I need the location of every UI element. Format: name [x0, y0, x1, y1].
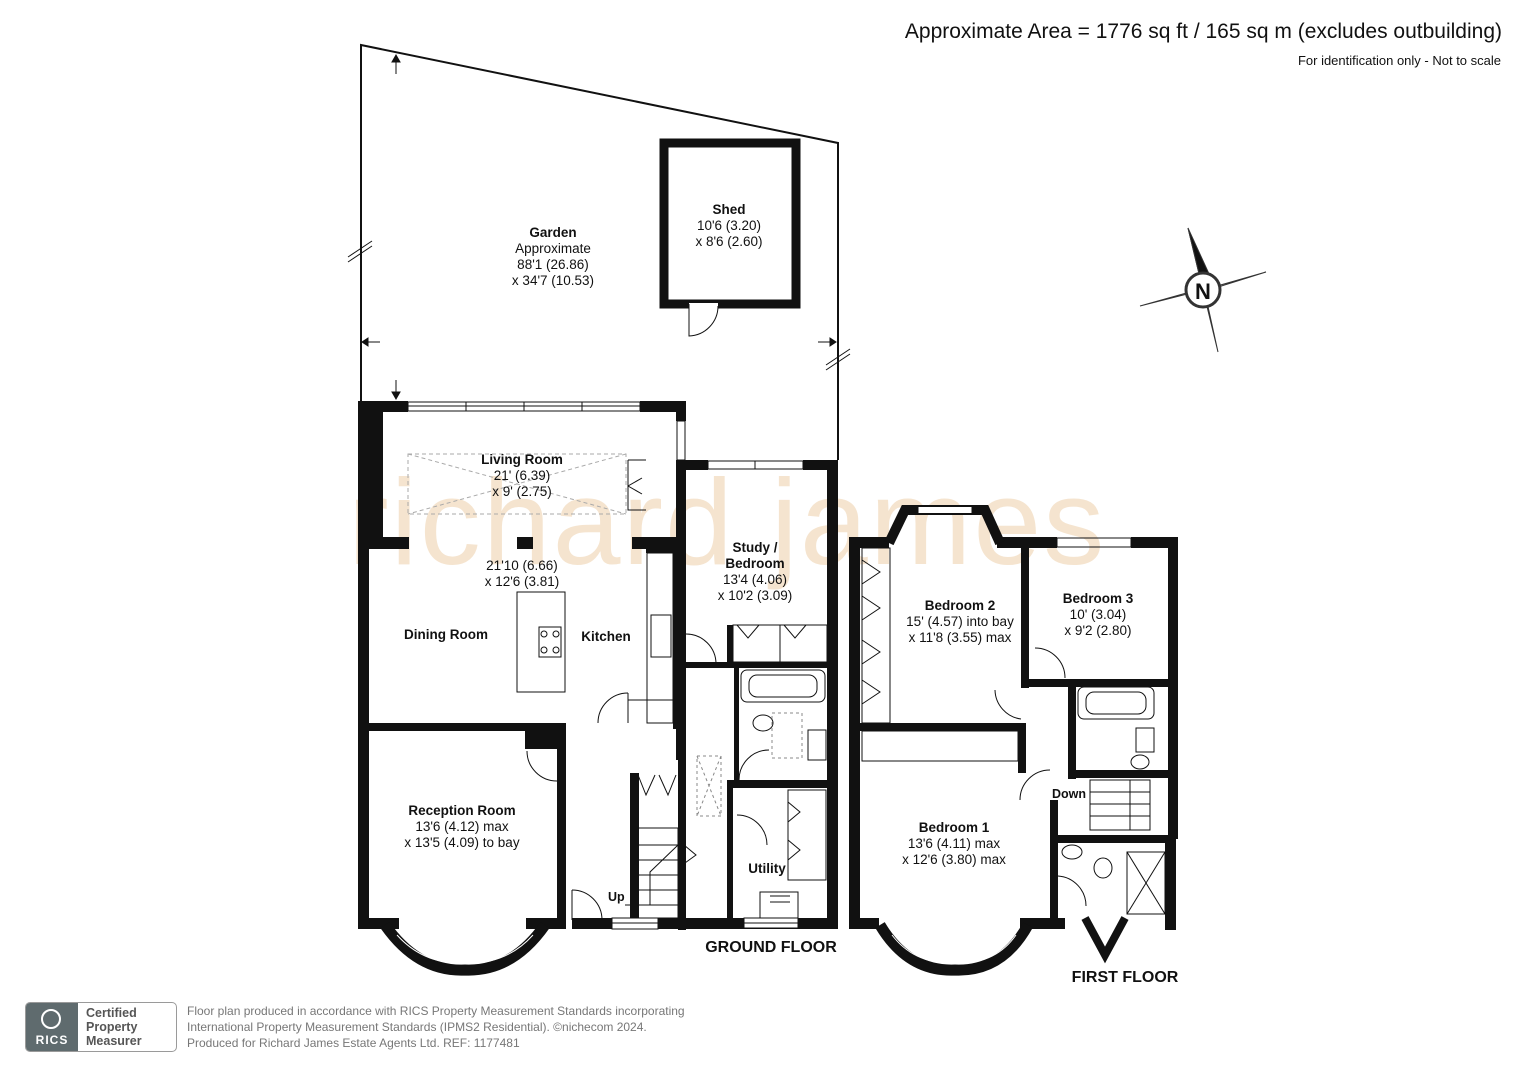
- footer-note: Floor plan produced in accordance with R…: [187, 1004, 685, 1050]
- study-bedroom-label: Study / Bedroom 13'4 (4.06) x 10'2 (3.09…: [717, 540, 793, 603]
- disclaimer: For identification only - Not to scale: [1297, 53, 1501, 68]
- study-wardrobes: [685, 624, 828, 665]
- reception-bay: [380, 921, 550, 976]
- bedroom-1-label: Bedroom 1 13'6 (4.11) max x 12'6 (3.80) …: [902, 820, 1006, 867]
- kitchen-label: Kitchen: [581, 629, 631, 644]
- stairs-up-label: Up: [608, 890, 625, 904]
- garden-label: Garden Approximate 88'1 (26.86) x 34'7 (…: [511, 225, 595, 288]
- shed: [659, 138, 801, 337]
- badge-text: Certified Property Measurer: [86, 1006, 142, 1048]
- first-floor-fittings: [861, 505, 1178, 976]
- compass-rose: [1139, 227, 1267, 353]
- ground-bathroom: [738, 669, 827, 781]
- reception-room-label: Reception Room 13'6 (4.12) max x 13'5 (4…: [404, 803, 520, 850]
- garden-dimension-arrows: [347, 53, 851, 401]
- stairs-down-label: Down: [1052, 787, 1087, 801]
- bedroom-3-label: Bedroom 3 10' (3.04) x 9'2 (2.80): [1062, 591, 1134, 638]
- utility-label: Utility: [748, 861, 786, 876]
- first-floor-label: FIRST FLOOR: [1071, 969, 1179, 986]
- first-floor-walls: [849, 537, 1178, 930]
- bedroom-2-label: Bedroom 2 15' (4.57) into bay x 11'8 (3.…: [906, 598, 1014, 645]
- dining-room-label: Dining Room: [404, 627, 488, 642]
- ground-floor-label: GROUND FLOOR: [705, 939, 837, 956]
- open-plan-dimensions: 21'10 (6.66) x 12'6 (3.81): [484, 558, 560, 589]
- kitchen-fittings: [516, 459, 674, 724]
- watermark: richard james: [348, 454, 1107, 590]
- rics-badge: RICS Certified Property Measurer: [25, 1002, 177, 1052]
- compass-north-label: N: [1195, 279, 1211, 304]
- hall-stairs: [526, 750, 722, 930]
- shed-label: Shed 10'6 (3.20) x 8'6 (2.60): [695, 202, 763, 249]
- living-room-glazing: [407, 401, 804, 515]
- rics-logo: RICS: [26, 1003, 78, 1051]
- ground-floor-walls: [358, 401, 838, 930]
- garden-boundary: [360, 43, 839, 460]
- living-room-label: Living Room 21' (6.39) x 9' (2.75): [481, 452, 563, 499]
- utility-fittings: [736, 789, 827, 929]
- approximate-area: Approximate Area = 1776 sq ft / 165 sq m…: [904, 20, 1502, 43]
